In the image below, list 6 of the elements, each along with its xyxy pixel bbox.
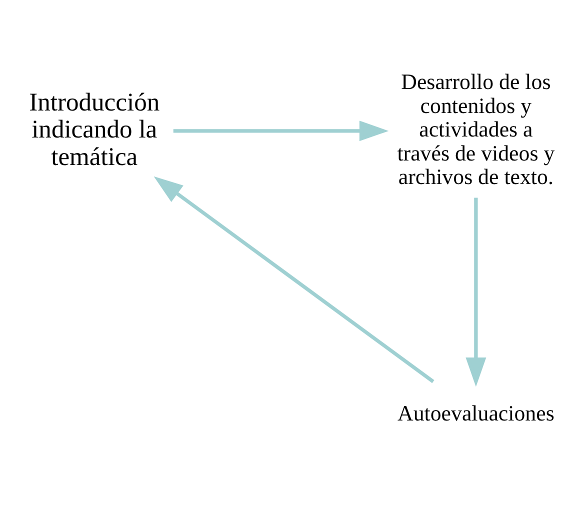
node-text: Autoevaluaciones bbox=[398, 400, 554, 426]
node-text: Desarrollo de los contenidos y actividades a través de videos y archivos de texto. bbox=[397, 69, 555, 190]
node-text: Introducción indicando la temática bbox=[29, 87, 160, 172]
arrow bbox=[466, 198, 486, 387]
arrow bbox=[154, 176, 434, 384]
arrow bbox=[173, 120, 389, 142]
